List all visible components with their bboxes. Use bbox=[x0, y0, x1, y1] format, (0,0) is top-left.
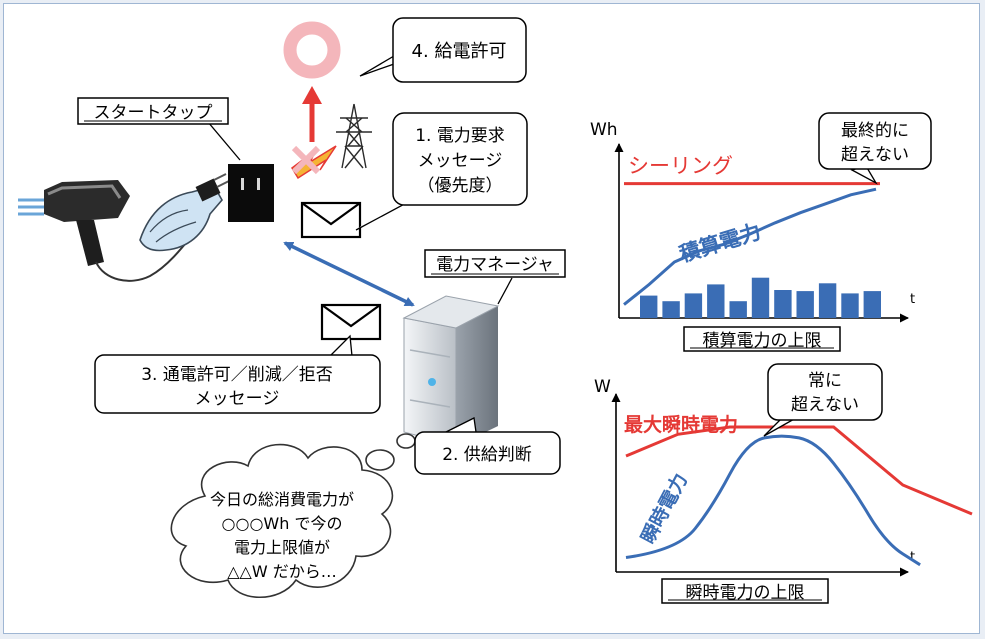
request-label-line1: 1. 電力要求 bbox=[415, 126, 505, 146]
callout-permission: 4. 給電許可 bbox=[359, 17, 527, 83]
permission-label: 4. 給電許可 bbox=[412, 41, 507, 62]
chart2-limit-line bbox=[625, 425, 973, 516]
hand-plug-icon bbox=[139, 173, 230, 252]
chart1-bar bbox=[707, 284, 725, 318]
request-label-line3: （優先度） bbox=[418, 176, 503, 196]
thought-line4: △△W だから… bbox=[227, 562, 337, 581]
message-exchange-arrow bbox=[283, 241, 415, 307]
chart1-cumulative-line bbox=[623, 187, 877, 306]
power-tower-icon bbox=[336, 103, 372, 169]
chart2-note-line1: 常に bbox=[808, 371, 842, 391]
chart1-bar bbox=[863, 291, 881, 318]
chart1-bar bbox=[729, 301, 747, 318]
permission-ok-circle-icon bbox=[283, 21, 341, 79]
chart1-y-axis-label: Wh bbox=[590, 120, 618, 140]
chart1-note-line2: 超えない bbox=[841, 145, 909, 165]
callout-response: 3. 通電許可／削減／拒否 メッセージ bbox=[94, 334, 381, 414]
judgement-label: 2. 供給判断 bbox=[442, 445, 532, 465]
chart2-note-line2: 超えない bbox=[791, 395, 859, 415]
callout-judgement: 2. 供給判断 bbox=[414, 417, 561, 475]
chart1-bar bbox=[640, 295, 658, 318]
chart1-bar bbox=[684, 293, 703, 318]
chart2-curve-label: 瞬時電力 bbox=[636, 469, 692, 547]
cumulative-power-chart: Wh t シーリング 積算電力 積算電力の上限 最終的に 超えない bbox=[590, 112, 932, 352]
power-manager-server-icon bbox=[402, 295, 500, 447]
chart1-title: 積算電力の上限 bbox=[703, 331, 822, 351]
chart2-y-axis-label: W bbox=[594, 377, 611, 397]
response-label-line1: 3. 通電許可／削減／拒否 bbox=[141, 365, 333, 385]
chart1-bar bbox=[751, 277, 770, 318]
chart1-bar bbox=[818, 283, 837, 318]
callout-manager: 電力マネージャ bbox=[424, 249, 566, 305]
chart1-note-line1: 最終的に bbox=[841, 121, 909, 141]
instant-power-chart: W t 最大瞬時電力 瞬時電力 瞬時電力の上限 常に 超えない bbox=[594, 363, 973, 604]
start-tap-outlet-icon bbox=[228, 164, 274, 222]
thought-line2: ○○○Wh で今の bbox=[222, 514, 343, 533]
callout-request: 1. 電力要求 メッセージ （優先度） bbox=[355, 112, 528, 231]
thought-line3: 電力上限値が bbox=[234, 538, 330, 557]
callout-start-tap: スタートタップ bbox=[77, 97, 241, 161]
red-up-arrow-icon bbox=[302, 86, 322, 142]
blocked-x-icon bbox=[291, 145, 321, 175]
chart1-title-box bbox=[683, 326, 841, 352]
hair-dryer-icon bbox=[18, 180, 199, 282]
chart2-limit-label: 最大瞬時電力 bbox=[624, 413, 738, 436]
chart1-bars bbox=[640, 277, 881, 318]
thought-line1: 今日の総消費電力が bbox=[210, 490, 354, 509]
chart2-power-line bbox=[625, 434, 921, 567]
chart1-bar bbox=[841, 293, 859, 318]
chart2-title: 瞬時電力の上限 bbox=[686, 583, 805, 603]
chart1-curve-label: 積算電力 bbox=[676, 219, 763, 267]
response-label-line2: メッセージ bbox=[195, 389, 280, 409]
thought-bubble-text: 今日の総消費電力が ○○○Wh で今の 電力上限値が △△W だから… bbox=[210, 490, 354, 581]
chart2-title-box bbox=[661, 578, 829, 604]
thought-bubble-cloud bbox=[170, 433, 416, 599]
start-tap-label: スタートタップ bbox=[94, 103, 213, 123]
chart1-bar bbox=[662, 301, 680, 318]
chart1-note-box bbox=[818, 112, 932, 170]
envelope-icon bbox=[300, 201, 362, 239]
chart2-note-box bbox=[767, 363, 883, 421]
manager-label: 電力マネージャ bbox=[436, 255, 554, 275]
chart1-bar bbox=[774, 290, 792, 318]
envelope-icon bbox=[320, 303, 382, 341]
chart1-bar bbox=[796, 291, 814, 318]
request-label-line2: メッセージ bbox=[418, 151, 503, 171]
chart1-x-axis-label: t bbox=[910, 292, 915, 307]
chart1-ceiling-label: シーリング bbox=[628, 154, 733, 178]
chart2-x-axis-label: t bbox=[910, 550, 915, 565]
